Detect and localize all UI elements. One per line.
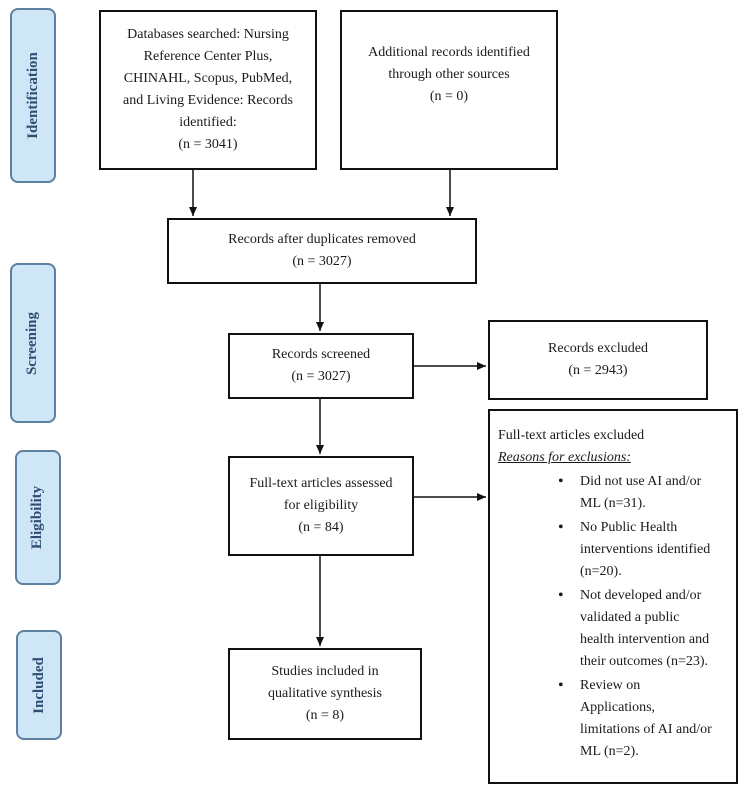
exclusion-reason: Not developed and/or validated a public … <box>558 585 736 673</box>
reason-line: validated a public <box>580 610 680 625</box>
databases-text-line: Databases searched: Nursing <box>127 27 289 42</box>
exclusion-reason: No Public Health interventions identifie… <box>558 517 736 583</box>
other-sources-text-line: through other sources <box>388 67 510 82</box>
databases-text-line: CHINAHL, Scopus, PubMed, <box>123 71 293 86</box>
exclusion-reason: Did not use AI and/or ML (n=31). <box>558 471 736 515</box>
databases-text-line: identified: <box>179 115 237 130</box>
phase-identification: Identification <box>10 8 56 183</box>
other-sources-text-line: Additional records identified <box>368 45 530 60</box>
other-sources-box: Additional records identified through ot… <box>340 10 558 170</box>
reason-line: Review on <box>580 678 641 693</box>
fulltext-excluded-box: Full-text articles excluded Reasons for … <box>488 409 738 784</box>
screened-count: (n = 3027) <box>291 369 351 384</box>
duplicates-count: (n = 3027) <box>292 254 352 269</box>
fulltext-text-line: Full-text articles assessed <box>249 476 393 491</box>
databases-box: Databases searched: Nursing Reference Ce… <box>99 10 317 170</box>
fulltext-text-line: for eligibility <box>283 498 359 513</box>
reason-line: limitations of AI and/or <box>580 722 712 737</box>
reason-line: their outcomes (n=23). <box>580 654 709 669</box>
phase-included: Included <box>16 630 62 740</box>
fulltext-count: (n = 84) <box>298 520 344 535</box>
included-count: (n = 8) <box>305 708 345 723</box>
exclusion-reasons-list: Did not use AI and/or ML (n=31). No Publ… <box>498 471 736 763</box>
reason-line: Did not use AI and/or <box>580 474 702 489</box>
reasons-title: Reasons for exclusions: <box>498 450 631 465</box>
databases-text-line: and Living Evidence: Records <box>123 93 293 108</box>
fulltext-excluded-title: Full-text articles excluded <box>498 428 645 443</box>
included-text-line: Studies included in <box>271 664 379 679</box>
databases-count: (n = 3041) <box>178 137 238 152</box>
phase-screening: Screening <box>10 263 56 423</box>
records-screened-box: Records screened (n = 3027) <box>228 333 414 399</box>
reason-line: No Public Health <box>580 520 678 535</box>
studies-included-box: Studies included in qualitative synthesi… <box>228 648 422 740</box>
other-sources-count: (n = 0) <box>429 89 469 104</box>
duplicates-text-line: Records after duplicates removed <box>228 232 416 247</box>
exclusion-reason: Review on Applications, limitations of A… <box>558 675 736 763</box>
fulltext-assessed-box: Full-text articles assessed for eligibil… <box>228 456 414 556</box>
reason-line: ML (n=2). <box>580 744 639 759</box>
databases-text-line: Reference Center Plus, <box>143 49 273 64</box>
included-text-line: qualitative synthesis <box>268 686 382 701</box>
records-excluded-box: Records excluded (n = 2943) <box>488 320 708 400</box>
screened-text-line: Records screened <box>271 347 371 362</box>
reason-line: ML (n=31). <box>580 496 646 511</box>
phase-eligibility: Eligibility <box>15 450 61 585</box>
reason-line: (n=20). <box>580 564 622 579</box>
reason-line: Not developed and/or <box>580 588 702 603</box>
reason-line: health intervention and <box>580 632 710 647</box>
reason-line: interventions identified <box>580 542 711 557</box>
duplicates-removed-box: Records after duplicates removed (n = 30… <box>167 218 477 284</box>
excluded-count: (n = 2943) <box>568 363 628 378</box>
reason-line: Applications, <box>580 700 656 715</box>
excluded-text-line: Records excluded <box>548 341 648 356</box>
